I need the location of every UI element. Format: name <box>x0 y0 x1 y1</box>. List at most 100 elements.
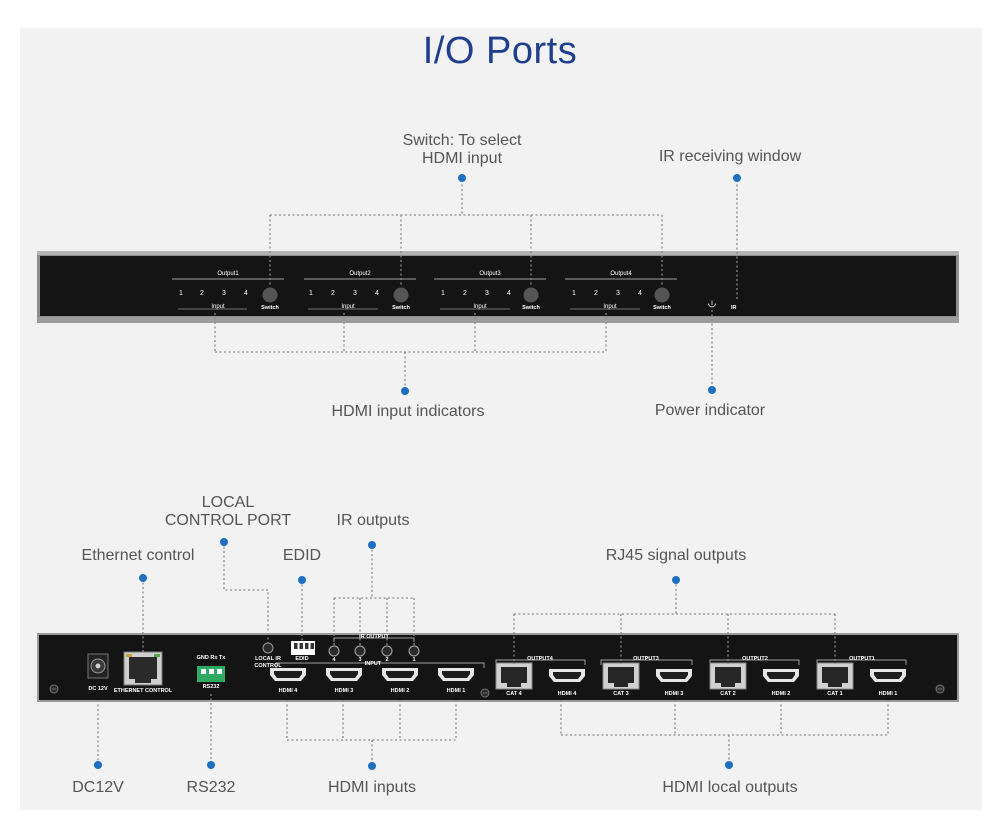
ir-output-number: 4 <box>332 657 336 663</box>
rs232-callout: RS232 <box>186 779 236 796</box>
edid-callout: EDID <box>282 547 322 564</box>
indicator-number: 1 <box>179 290 183 297</box>
indicator-number: 2 <box>594 290 598 297</box>
power-icon <box>708 300 716 308</box>
ethernet-port[interactable] <box>123 651 163 686</box>
switch-button-1[interactable] <box>262 287 278 303</box>
output-group-label: OUTPUT3 <box>633 656 659 662</box>
ir-output-jack-2[interactable] <box>381 645 393 657</box>
hdmi-output-label: HDMI 3 <box>664 691 684 697</box>
hdmi-output-port-2[interactable] <box>763 669 799 682</box>
hdmi-output-label: HDMI 4 <box>557 691 577 697</box>
cat-output-port-3[interactable] <box>602 662 640 690</box>
output-group-label: OUTPUT2 <box>742 656 768 662</box>
switch-button-3[interactable] <box>523 287 539 303</box>
screw-icon <box>935 684 945 694</box>
hdmi-output-port-3[interactable] <box>656 669 692 682</box>
input-label: Input <box>341 304 355 310</box>
edid-dip-switch[interactable] <box>291 641 315 655</box>
hdmi-input-port-2[interactable] <box>382 668 418 681</box>
front-panel <box>37 251 959 323</box>
hdmi-input-label: HDMI 2 <box>390 688 410 694</box>
cat-output-port-4[interactable] <box>495 662 533 690</box>
switch-callout-line2: HDMI input <box>421 150 503 167</box>
hdmi-input-port-1[interactable] <box>438 668 474 681</box>
indicator-number: 4 <box>638 290 642 297</box>
screw-icon <box>480 688 490 698</box>
indicator-number: 1 <box>572 290 576 297</box>
cat-output-port-2[interactable] <box>709 662 747 690</box>
indicator-number: 3 <box>485 290 489 297</box>
local-ir-control-label: LOCAL IR CONTROL <box>248 656 288 670</box>
local-ir-control-label-line2: CONTROL <box>254 663 282 669</box>
indicator-number: 4 <box>375 290 379 297</box>
hdmi-input-label: HDMI 4 <box>278 688 298 694</box>
dc12v-callout: DC12V <box>72 779 124 796</box>
ir-window-callout: IR receiving window <box>658 148 802 165</box>
input-label: Input <box>473 304 487 310</box>
hdmi-output-label: HDMI 2 <box>771 691 791 697</box>
rs232-port-label: RS232 <box>202 684 220 690</box>
local-control-callout-line1: LOCAL <box>201 494 255 511</box>
hdmi-inputs-callout: HDMI inputs <box>327 779 417 796</box>
rear-panel <box>37 633 959 702</box>
hdmi-output-port-1[interactable] <box>870 669 906 682</box>
indicator-number: 1 <box>309 290 313 297</box>
dc-power-jack[interactable] <box>87 653 109 679</box>
cat-output-port-1[interactable] <box>816 662 854 690</box>
power-indicator-callout: Power indicator <box>654 402 766 419</box>
indicator-number: 2 <box>463 290 467 297</box>
switch-button-2[interactable] <box>393 287 409 303</box>
input-indicators-callout: HDMI input indicators <box>331 403 485 420</box>
cat-port-label: CAT 3 <box>613 691 629 697</box>
ir-window-label: IR <box>731 305 737 311</box>
hdmi-input-label: HDMI 1 <box>446 688 466 694</box>
cat-port-label: CAT 4 <box>506 691 522 697</box>
cat-port-label: CAT 2 <box>720 691 736 697</box>
rj45-outputs-callout: RJ45 signal outputs <box>605 547 747 564</box>
input-label: Input <box>603 304 617 310</box>
ir-output-number: 2 <box>385 657 389 663</box>
output-group-label: OUTPUT1 <box>849 656 875 662</box>
indicator-number: 2 <box>331 290 335 297</box>
ir-output-label: IR OUTPUT <box>359 634 389 640</box>
callout-dots <box>94 174 741 770</box>
hdmi-local-outputs-callout: HDMI local outputs <box>662 779 798 796</box>
screw-icon <box>49 684 59 694</box>
dc-port-label: DC 12V <box>88 686 108 692</box>
switch-callout: Switch: To select HDMI input <box>362 132 562 168</box>
output-label-1: Output1 <box>217 271 239 277</box>
switch-callout-line1: Switch: To select <box>402 132 522 149</box>
rs232-pin-label: GND Rx Tx <box>196 655 226 661</box>
switch-label: Switch <box>261 305 279 311</box>
switch-label: Switch <box>522 305 540 311</box>
ir-output-jack-4[interactable] <box>328 645 340 657</box>
indicator-number: 2 <box>200 290 204 297</box>
input-group-label: INPUT <box>364 661 382 667</box>
ethernet-port-label: ETHERNET CONTROL <box>113 688 173 694</box>
indicator-number: 3 <box>353 290 357 297</box>
ir-output-number: 3 <box>358 657 362 663</box>
ir-outputs-callout: IR outputs <box>336 512 410 529</box>
indicator-number: 3 <box>222 290 226 297</box>
hdmi-input-port-4[interactable] <box>270 668 306 681</box>
local-ir-control-jack[interactable] <box>262 642 274 654</box>
local-control-callout-line2: CONTROL PORT <box>164 512 292 529</box>
ir-output-jack-1[interactable] <box>408 645 420 657</box>
ethernet-control-callout: Ethernet control <box>81 547 195 564</box>
output-label-3: Output3 <box>479 271 501 277</box>
input-label: Input <box>211 304 225 310</box>
rs232-terminal[interactable] <box>197 666 225 682</box>
switch-button-4[interactable] <box>654 287 670 303</box>
ir-output-jack-3[interactable] <box>354 645 366 657</box>
indicator-number: 4 <box>507 290 511 297</box>
page-title: I/O Ports <box>422 30 578 72</box>
indicator-number: 3 <box>616 290 620 297</box>
edid-switch-label: EDID <box>295 656 309 662</box>
indicator-number: 1 <box>441 290 445 297</box>
hdmi-output-port-4[interactable] <box>549 669 585 682</box>
ir-output-number: 1 <box>412 657 416 663</box>
hdmi-input-port-3[interactable] <box>326 668 362 681</box>
